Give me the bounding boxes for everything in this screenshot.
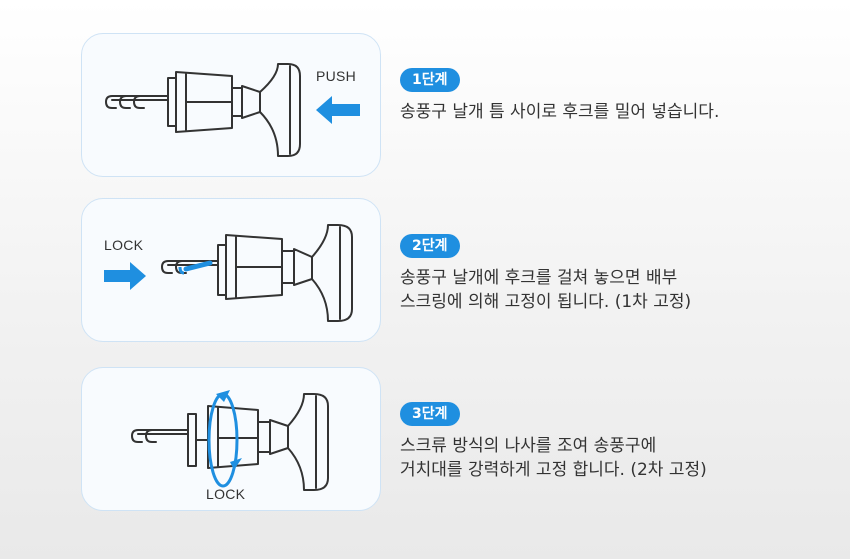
arrow-left-icon [316,96,360,124]
push-label: PUSH [316,68,357,84]
step3-line2: 거치대를 강력하게 고정 합니다. (2차 고정) [400,460,707,480]
step2-line1: 송풍구 날개에 후크를 걸쳐 놓으면 배부 [400,268,678,288]
step3-line1: 스크류 방식의 나사를 조여 송풍구에 [400,436,657,456]
mount-screw-illustration [131,390,329,491]
lock-rotate-label: LOCK [206,486,246,502]
step2-line2: 스크링에 의해 고정이 됩니다. (1차 고정) [400,292,692,312]
step3-description: 스크류 방식의 나사를 조여 송풍구에 거치대를 강력하게 고정 합니다. (2… [400,434,707,482]
step2-illustration-panel: LOCK [81,198,381,342]
arrow-right-icon [104,262,146,290]
lock-label: LOCK [104,237,144,253]
step3-badge: 3단계 [400,402,460,426]
step2-text: 2단계 송풍구 날개에 후크를 걸쳐 놓으면 배부 스크링에 의해 고정이 됩니… [400,234,691,314]
step1-illustration-panel: PUSH [81,33,381,177]
step1-line1: 송풍구 날개 틈 사이로 후크를 밀어 넣습니다. [400,102,720,122]
step1-text: 1단계 송풍구 날개 틈 사이로 후크를 밀어 넣습니다. [400,68,719,124]
step1-badge: 1단계 [400,68,460,92]
mount-lock-illustration [104,224,353,322]
step3-text: 3단계 스크류 방식의 나사를 조여 송풍구에 거치대를 강력하게 고정 합니다… [400,402,707,482]
mount-push-illustration [105,63,360,157]
step1-description: 송풍구 날개 틈 사이로 후크를 밀어 넣습니다. [400,100,719,124]
step2-description: 송풍구 날개에 후크를 걸쳐 놓으면 배부 스크링에 의해 고정이 됩니다. (… [400,266,691,314]
step2-badge: 2단계 [400,234,460,258]
step3-illustration-panel: LOCK [81,367,381,511]
